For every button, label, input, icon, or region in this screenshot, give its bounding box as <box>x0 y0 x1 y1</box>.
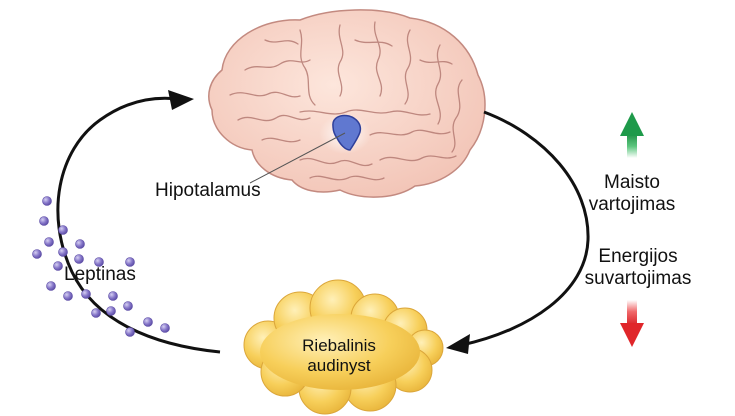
leptin-molecule-icon <box>94 257 104 267</box>
leptin-molecule-icon <box>75 239 85 249</box>
leptin-molecules <box>32 196 170 337</box>
down-arrow-icon <box>620 300 644 347</box>
food-intake-label-line2: vartojimas <box>588 194 676 215</box>
adipose-tissue-label: Riebalinis audinyst <box>294 336 384 376</box>
leptin-molecule-icon <box>125 327 135 337</box>
energy-expenditure-label-line1: Energijos <box>598 246 678 267</box>
leptin-molecule-icon <box>81 289 91 299</box>
leptin-molecule-icon <box>125 257 135 267</box>
leptin-molecule-icon <box>42 196 52 206</box>
leptin-molecule-icon <box>44 237 54 247</box>
hypothalamus-label: Hipotalamus <box>155 180 261 201</box>
leptin-molecule-icon <box>53 261 63 271</box>
energy-expenditure-label: Energijos suvartojimas <box>578 246 698 290</box>
leptin-molecule-icon <box>63 291 73 301</box>
arrowhead-to-fat-icon <box>446 334 470 354</box>
leptin-molecule-icon <box>32 249 42 259</box>
adipose-tissue-icon <box>243 279 444 415</box>
adipose-tissue-label-line2: audinyst <box>307 356 371 375</box>
leptin-molecule-icon <box>123 301 133 311</box>
hypothalamus-pointer-line <box>249 132 346 184</box>
leptin-molecule-icon <box>160 323 170 333</box>
food-intake-label-line1: Maisto <box>604 172 660 193</box>
arrowhead-to-brain-icon <box>168 90 194 110</box>
leptin-molecule-icon <box>143 317 153 327</box>
leptin-molecule-icon <box>106 306 116 316</box>
leptin-label: Leptinas <box>64 264 136 285</box>
leptin-molecule-icon <box>58 225 68 235</box>
up-arrow-icon <box>620 112 644 158</box>
leptin-molecule-icon <box>74 254 84 264</box>
food-intake-label: Maisto vartojimas <box>582 172 682 216</box>
leptin-molecule-icon <box>39 216 49 226</box>
leptin-to-brain-arrow <box>56 96 221 354</box>
leptin-molecule-icon <box>58 247 68 257</box>
brain-to-fat-arrow <box>461 110 590 347</box>
hypothalamus-icon <box>332 114 362 151</box>
adipose-tissue-label-line1: Riebalinis <box>302 336 376 355</box>
brain-outline <box>208 9 486 198</box>
leptin-molecule-icon <box>108 291 118 301</box>
leptin-molecule-icon <box>46 281 56 291</box>
energy-expenditure-label-line2: suvartojimas <box>584 268 692 289</box>
leptin-molecule-icon <box>91 308 101 318</box>
brain-icon <box>208 9 486 198</box>
